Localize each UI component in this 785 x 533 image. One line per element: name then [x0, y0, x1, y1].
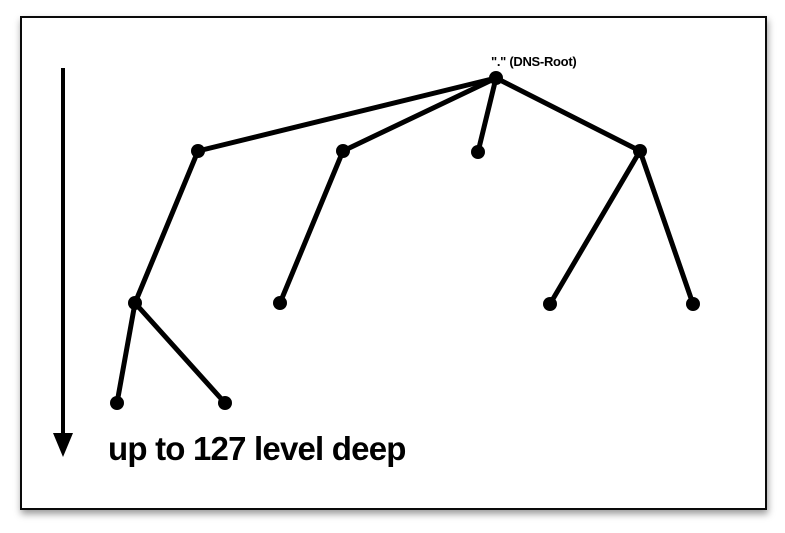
tree-node-tld-3 [471, 145, 485, 159]
tree-node-tld-2 [336, 144, 350, 158]
tree-edge [340, 75, 499, 154]
tree-node-tld-1 [191, 144, 205, 158]
tree-node-sld-3 [543, 297, 557, 311]
tree-edge [132, 300, 228, 406]
tree-node-sub-2 [218, 396, 232, 410]
tree-edge [114, 300, 138, 406]
tree-edge [493, 75, 643, 154]
root-node-label: "." (DNS-Root) [491, 54, 577, 69]
tree-node-root [489, 71, 503, 85]
tree-edge [637, 148, 696, 307]
tree-node-sld-2 [273, 296, 287, 310]
tree-edge [547, 148, 643, 307]
tree-edge [132, 148, 201, 306]
depth-arrow-head [53, 433, 73, 457]
slide-frame [20, 16, 767, 510]
tree-node-sld-1 [128, 296, 142, 310]
tree-edge [277, 148, 346, 306]
tree-node-tld-4 [633, 144, 647, 158]
tree-edge [475, 75, 499, 155]
tree-node-sld-4 [686, 297, 700, 311]
depth-caption: up to 127 level deep [108, 430, 406, 467]
tree-node-sub-1 [110, 396, 124, 410]
tree-edge [195, 75, 499, 154]
